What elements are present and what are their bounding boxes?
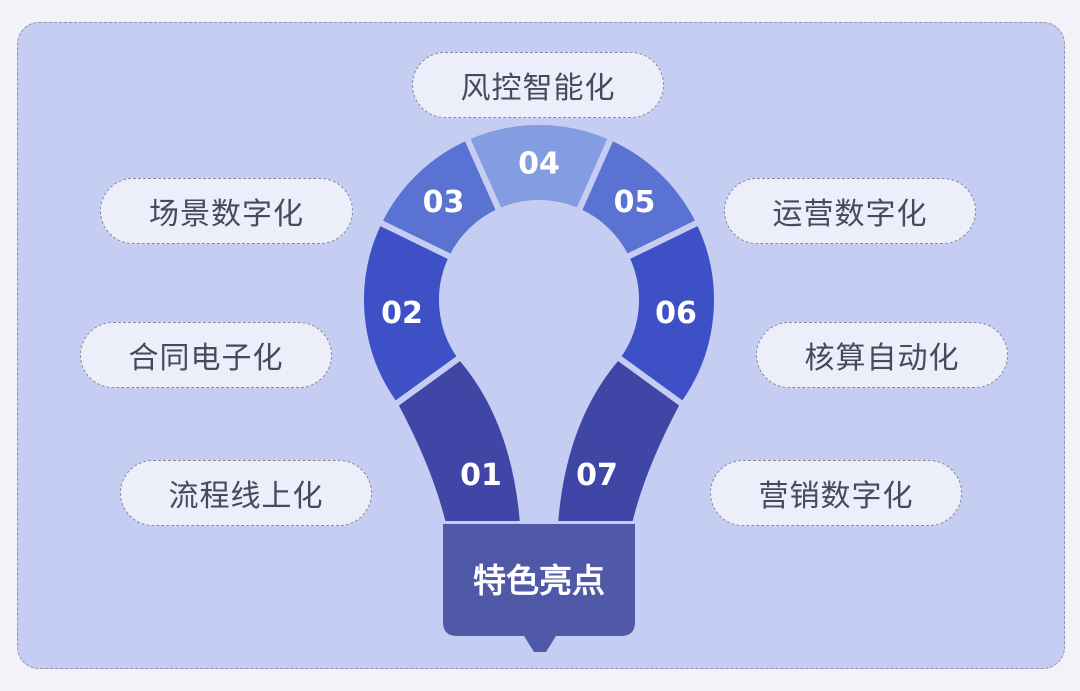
bulb-base: 特色亮点	[443, 524, 635, 652]
bulb-segment-number-07: 07	[576, 458, 618, 493]
feature-pill-04: 风控智能化	[412, 52, 664, 118]
feature-label-01: 流程线上化	[168, 479, 324, 514]
bulb-segment-numbers: 01 02 03 04 05 06 07	[381, 147, 697, 494]
bulb-ring	[358, 119, 720, 527]
bulb-segment-number-03: 03	[423, 185, 465, 220]
feature-label-06: 核算自动化	[804, 341, 960, 376]
feature-label-04: 风控智能化	[460, 71, 616, 106]
bulb-segment-number-04: 04	[518, 147, 560, 182]
bulb-segment-number-02: 02	[381, 296, 423, 331]
feature-pill-05: 运营数字化	[724, 178, 976, 244]
feature-pill-03: 场景数字化	[100, 178, 353, 244]
feature-label-05: 运营数字化	[772, 197, 928, 232]
bulb-center-label: 特色亮点	[473, 561, 605, 600]
bulb-base-shape	[443, 524, 635, 652]
bulb-segment-02	[358, 219, 464, 408]
feature-pill-01: 流程线上化	[120, 460, 372, 526]
feature-label-02: 合同电子化	[128, 341, 284, 376]
feature-pill-07: 营销数字化	[710, 460, 962, 526]
feature-pill-06: 核算自动化	[756, 322, 1008, 388]
bulb-segment-number-01: 01	[460, 458, 502, 493]
bulb-segment-number-05: 05	[614, 185, 656, 220]
feature-label-03: 场景数字化	[149, 197, 304, 232]
bulb-segment-06	[614, 219, 720, 408]
bulb-segment-01	[392, 354, 526, 527]
feature-label-07: 营销数字化	[758, 479, 914, 514]
feature-pill-02: 合同电子化	[80, 322, 332, 388]
bulb-segment-number-06: 06	[655, 296, 697, 331]
